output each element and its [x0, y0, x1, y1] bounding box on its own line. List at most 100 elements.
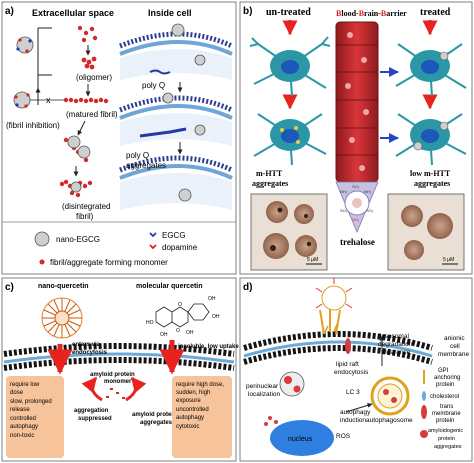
autophagy-label-1: autophagy — [340, 409, 371, 416]
svg-text:autophagy: autophagy — [176, 415, 204, 421]
suppressed-label-2: suppressed — [78, 416, 112, 422]
autophagosome-shape — [370, 376, 410, 416]
poly-q-aggregate — [139, 127, 187, 138]
poly-q-chain — [149, 69, 171, 75]
legend-egcg: EGCG — [162, 231, 186, 240]
aggregates-label-1: amyloid protein — [132, 412, 177, 418]
ros-particles — [264, 416, 278, 426]
fibril-inhibition-particle — [13, 91, 31, 109]
lysosomal-label-1: lysosomal — [380, 333, 409, 340]
perinuclear-label-1: perinuclear — [246, 383, 279, 390]
svg-text:require low: require low — [10, 382, 40, 388]
suppressed-label-1: aggregation — [74, 408, 109, 414]
svg-text:NH₂: NH₂ — [364, 189, 372, 194]
matured-fibril — [63, 97, 109, 104]
anionic-label-2: cell — [450, 343, 460, 350]
poly-q-agg-label-1: poly Q — [126, 151, 149, 160]
legend-d: GPI anchoring protein cholesterol trans … — [420, 368, 463, 450]
neuron-untreated-top — [249, 36, 331, 97]
untreated-label: un-treated — [266, 7, 311, 18]
extracellular-heading: Extracellular space — [32, 8, 114, 18]
svg-text:GPI: GPI — [438, 368, 449, 374]
nano-egcg-particle — [16, 36, 34, 54]
anionic-label-3: membrane — [438, 351, 469, 358]
svg-text:aggregates: aggregates — [434, 444, 462, 450]
quercetin-structure — [155, 303, 210, 328]
scale-bar-left: 5 μM — [307, 257, 318, 263]
trehalose-nanoparticle: NH₂ NH₂ NH₂ SO₃ SO₃ SO₃ — [335, 181, 379, 234]
svg-text:non-toxic: non-toxic — [10, 433, 34, 439]
svg-text:release: release — [10, 407, 30, 413]
autophagy-label-2: induction — [340, 417, 366, 424]
poly-q-agg-label-2: aggregates — [126, 161, 166, 170]
neuron-treated-top — [395, 43, 467, 97]
svg-text:uncontrolled: uncontrolled — [176, 407, 209, 413]
lysosomal-label-3: clearance — [382, 349, 411, 356]
chem-oh-2: OH — [212, 314, 220, 320]
trehalose-label: trehalose — [340, 237, 375, 247]
svg-text:protein: protein — [436, 418, 454, 424]
inside-cell-heading: Inside cell — [148, 8, 192, 18]
ros-label: ROS — [336, 433, 351, 440]
oligomer-label: (oligomer) — [76, 73, 112, 82]
panel-b: b) un-treated treated Blood-Brain-Barrie… — [239, 1, 473, 275]
left-benefit-box: require low dose slow, prolonged release… — [6, 376, 64, 458]
nano-particle-d — [315, 278, 353, 311]
mhtt-label-1: m-HTT — [256, 169, 283, 178]
disintegrated-label-1: (disintegrated — [62, 202, 110, 211]
svg-text:SO₃: SO₃ — [366, 208, 374, 213]
panel-c: c) nano-quercetin molecular quercetin HO… — [1, 277, 239, 462]
svg-text:SO₃: SO₃ — [352, 184, 360, 189]
lipid-raft-label-2: endocytosis — [334, 369, 369, 376]
chem-oh-4: OH — [160, 332, 168, 338]
mhtt-label-2: aggregates — [252, 179, 288, 188]
fibril-inhibition-label: (fibril inhibition) — [6, 121, 60, 130]
disintegrated-fibril — [59, 179, 93, 198]
svg-text:slow, prolonged: slow, prolonged — [10, 399, 52, 405]
gpi-proteins — [319, 306, 351, 354]
svg-text:membrane: membrane — [432, 411, 461, 417]
micrograph-untreated: 5 μM — [250, 193, 328, 271]
chem-ho: HO — [146, 320, 154, 326]
svg-text:sudden, high: sudden, high — [176, 390, 210, 396]
treated-label: treated — [420, 7, 451, 18]
legend-nano-egcg-icon — [34, 231, 50, 247]
panel-c-label: c) — [5, 282, 14, 293]
legend-dopamine: dopamine — [162, 243, 198, 252]
svg-text:exposure: exposure — [176, 398, 201, 404]
chem-oh-1: OH — [208, 296, 216, 302]
nucleus-shape — [270, 420, 334, 456]
panel-b-label: b) — [243, 6, 252, 17]
monomers-c — [106, 388, 125, 399]
low-mhtt-label-2: aggregates — [414, 179, 450, 188]
inside-particles — [162, 23, 206, 202]
aggregation-curve-arrow — [125, 376, 147, 402]
monomer-cluster — [77, 25, 98, 43]
blood-vessel — [335, 21, 379, 183]
monomer-label-2: monomer — [104, 379, 132, 385]
legend-egcg-icon — [149, 232, 157, 238]
enters-label-1: enters via — [72, 342, 101, 348]
svg-text:controlled: controlled — [10, 416, 36, 422]
membrane-middle — [119, 95, 234, 146]
nano-quercetin-particle — [41, 297, 83, 339]
legend-nano-egcg: nano-EGCG — [56, 235, 100, 244]
legend-monomer-icon — [39, 259, 45, 265]
poly-q-label: poly Q — [142, 81, 165, 90]
svg-text:SO₃: SO₃ — [340, 208, 348, 213]
membrane-d — [243, 331, 433, 365]
membrane-c — [3, 343, 235, 371]
chem-oh-3: OH — [186, 330, 194, 336]
svg-text:protein: protein — [436, 382, 454, 388]
bbb-title: Blood-Brain-Barrier — [336, 9, 407, 18]
panel-a-label: a) — [5, 6, 14, 17]
chem-o-1: O — [178, 302, 182, 308]
membrane-bottom — [119, 155, 234, 210]
arrow-to-treated-fibril — [77, 120, 86, 136]
svg-text:anchoring: anchoring — [434, 375, 460, 381]
svg-text:cholesterol: cholesterol — [430, 394, 459, 400]
scale-bar-right: 5 μM — [443, 257, 454, 263]
nucleus-label: nucleus — [288, 436, 313, 443]
insoluble-label: insoluble, low uptake — [178, 344, 239, 350]
